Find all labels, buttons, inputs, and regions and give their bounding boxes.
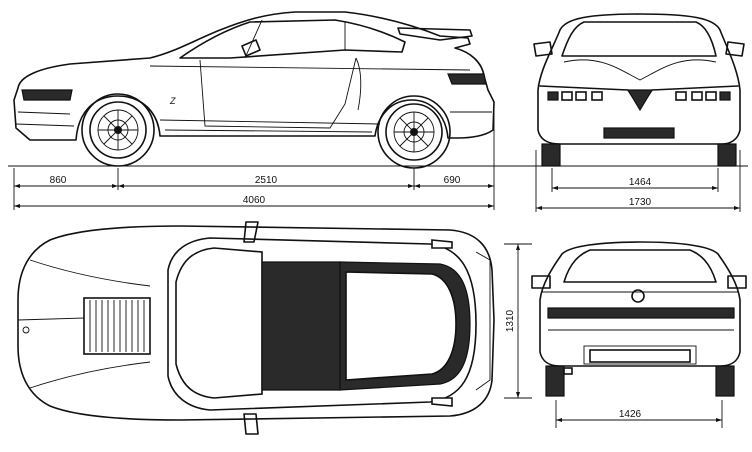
rear-body-outline [539, 241, 741, 367]
rear-dimensions: 1426 [555, 400, 723, 428]
rear-view [531, 241, 747, 397]
svg-text:Z: Z [169, 96, 176, 106]
side-taillight [447, 73, 487, 85]
front-grille-shield [626, 89, 654, 112]
front-track-label: 1464 [629, 177, 652, 188]
rear-wheel [377, 95, 451, 169]
rear-plate-area [583, 345, 697, 365]
top-windshield [175, 247, 263, 399]
top-cabin-outline [167, 237, 477, 411]
top-view [17, 221, 495, 435]
front-mirror-right [725, 41, 745, 57]
hood-vents [83, 297, 151, 355]
overall-width-label: 1730 [629, 197, 652, 208]
rear-window [563, 249, 717, 283]
rear-badge [631, 289, 645, 303]
front-headlights [547, 91, 731, 101]
height-label: 1310 [505, 309, 516, 332]
front-mirror-left [533, 41, 553, 57]
top-mirror-left [243, 221, 259, 243]
front-dimensions: 1464 1730 [535, 150, 741, 212]
rear-mirror-right [727, 275, 747, 289]
side-headlight [21, 89, 73, 101]
side-mirror [241, 39, 261, 57]
rear-taillight-bar [547, 307, 735, 319]
front-view [533, 13, 745, 167]
windshield [561, 21, 717, 57]
side-window [179, 19, 406, 59]
rear-spoiler [397, 27, 473, 41]
front-body-outline [537, 13, 741, 145]
top-roof [261, 261, 341, 391]
rear-overhang-label: 690 [444, 175, 461, 186]
side-body-outline [13, 11, 495, 141]
top-body-outline [17, 225, 495, 421]
wheelbase-label: 2510 [255, 175, 278, 186]
height-dimension: 1310 [504, 243, 532, 399]
rear-track-label: 1426 [619, 409, 642, 420]
front-wheel [81, 93, 155, 167]
top-mirror-right [243, 413, 259, 435]
front-overhang-label: 860 [50, 175, 67, 186]
length-dimensions: 860 2510 690 4060 [13, 110, 495, 210]
front-air-intake [603, 127, 675, 139]
rear-mirror-left [531, 275, 551, 289]
overall-length-label: 4060 [243, 195, 266, 206]
side-view: Z [13, 11, 495, 169]
